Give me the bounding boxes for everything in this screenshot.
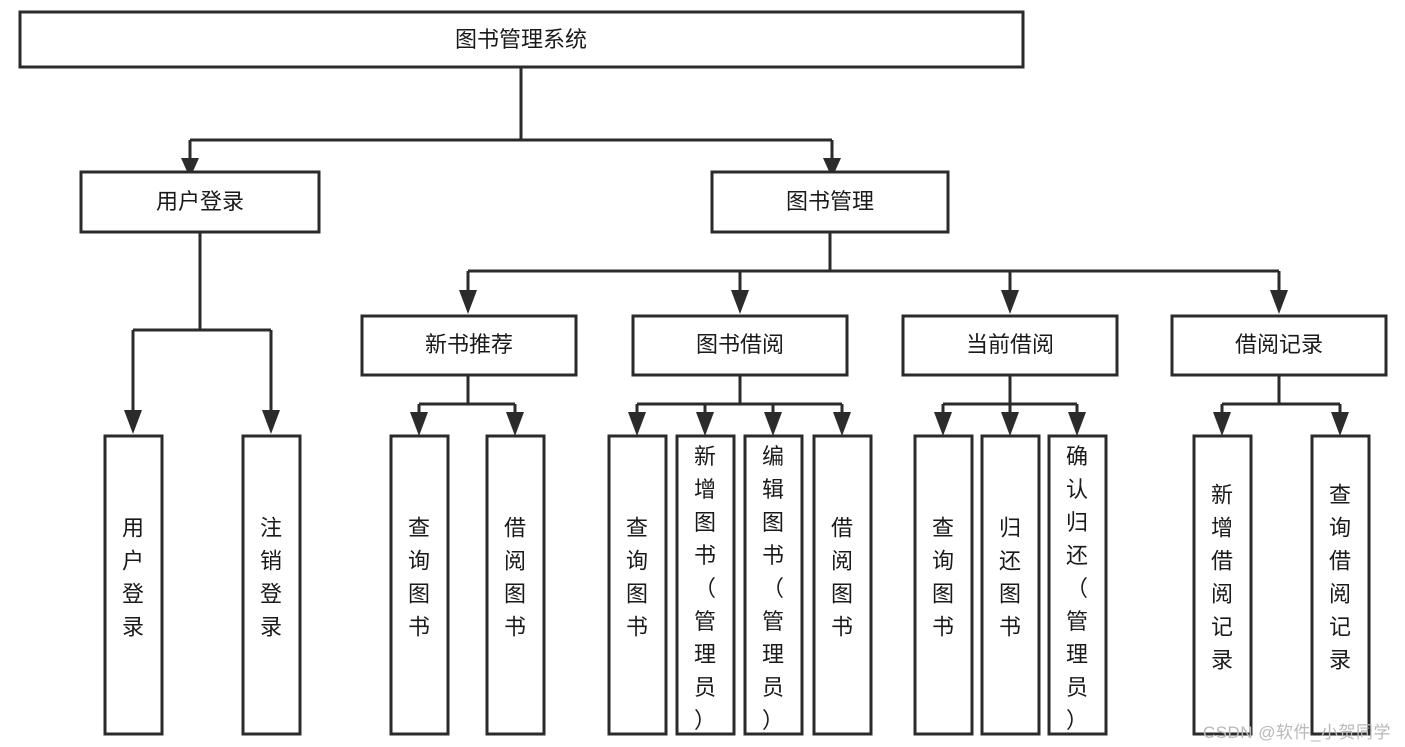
connector-borrow-record-to-leaves bbox=[1220, 375, 1342, 415]
node-new-book-recommend[interactable]: 新书推荐 bbox=[360, 314, 578, 377]
node-leaf-query-record-box[interactable] bbox=[1310, 434, 1371, 736]
node-leaf-edit-book-label: 编辑图书（管理员） bbox=[762, 444, 784, 733]
arrow-head-leaf-edit-book bbox=[764, 412, 782, 436]
connector-layer bbox=[124, 67, 1349, 436]
node-leaf-return-book[interactable]: 归还图书 bbox=[980, 434, 1041, 736]
node-leaf-borrow-book-1-box[interactable] bbox=[485, 434, 546, 736]
arrow-head-leaf-confirm-return bbox=[1068, 412, 1086, 436]
node-new-book-recommend-label: 新书推荐 bbox=[425, 332, 513, 357]
node-leaf-query-record[interactable]: 查询借阅记录 bbox=[1310, 434, 1371, 736]
node-leaf-query-book-2-label: 查询图书 bbox=[626, 516, 648, 640]
arrow-head-leaf-user-login bbox=[124, 410, 142, 434]
node-new-book-recommend-box[interactable] bbox=[360, 314, 578, 377]
node-leaf-borrow-book-1-label: 借阅图书 bbox=[504, 516, 526, 640]
node-leaf-edit-book-box[interactable] bbox=[743, 434, 804, 736]
node-leaf-user-login-label: 用户登录 bbox=[122, 516, 144, 640]
connector-book-manage-to-level2 bbox=[466, 232, 1281, 292]
node-leaf-query-book-2-box[interactable] bbox=[607, 434, 668, 736]
node-leaf-query-book-1[interactable]: 查询图书 bbox=[389, 434, 450, 736]
connector-current-borrow-to-leaves bbox=[941, 375, 1079, 415]
node-leaf-borrow-book-2[interactable]: 借阅图书 bbox=[812, 434, 873, 736]
connector-user-login-to-leaves bbox=[131, 232, 273, 412]
arrow-head-leaf-user-logout bbox=[262, 410, 280, 434]
node-leaf-query-book-2[interactable]: 查询图书 bbox=[607, 434, 668, 736]
node-user-login-label: 用户登录 bbox=[156, 189, 244, 214]
node-leaf-return-book-box[interactable] bbox=[980, 434, 1041, 736]
arrow-head-leaf-borrow-book-2 bbox=[833, 412, 851, 436]
node-leaf-user-login-box[interactable] bbox=[103, 434, 164, 736]
connector-book-borrow-to-leaves bbox=[635, 375, 844, 415]
node-leaf-query-book-3-label: 查询图书 bbox=[932, 516, 954, 640]
node-user-login-box[interactable] bbox=[79, 170, 321, 234]
node-leaf-confirm-return-box[interactable] bbox=[1047, 434, 1108, 736]
node-book-borrow-box[interactable] bbox=[631, 314, 849, 377]
node-leaf-return-book-label: 归还图书 bbox=[999, 516, 1021, 640]
node-leaf-user-logout-label: 注销登录 bbox=[260, 516, 282, 640]
node-leaf-query-record-label: 查询借阅记录 bbox=[1329, 483, 1351, 673]
node-leaf-query-book-3-box[interactable] bbox=[913, 434, 974, 736]
arrow-head-leaf-return-book bbox=[1001, 412, 1019, 436]
node-root[interactable]: 图书管理系统 bbox=[18, 10, 1025, 69]
node-leaf-user-login[interactable]: 用户登录 bbox=[103, 434, 164, 736]
node-root-label: 图书管理系统 bbox=[455, 27, 587, 52]
node-leaf-add-book[interactable]: 新增图书（管理员） bbox=[675, 434, 736, 736]
node-book-manage-box[interactable] bbox=[710, 170, 950, 234]
node-borrow-record[interactable]: 借阅记录 bbox=[1170, 314, 1388, 377]
arrow-head-leaf-add-book bbox=[696, 412, 714, 436]
node-root-box[interactable] bbox=[18, 10, 1025, 69]
arrow-head-leaf-borrow-book-1 bbox=[506, 412, 524, 436]
node-leaf-add-record-label: 新增借阅记录 bbox=[1211, 483, 1233, 673]
arrow-head-leaf-query-book-3 bbox=[934, 412, 952, 436]
node-borrow-record-label: 借阅记录 bbox=[1235, 332, 1323, 357]
node-book-borrow-label: 图书借阅 bbox=[696, 332, 784, 357]
node-current-borrow[interactable]: 当前借阅 bbox=[901, 314, 1119, 377]
node-leaf-add-record[interactable]: 新增借阅记录 bbox=[1192, 434, 1253, 736]
node-current-borrow-label: 当前借阅 bbox=[966, 332, 1054, 357]
arrow-head-book-manage bbox=[823, 158, 841, 178]
node-leaf-borrow-book-1[interactable]: 借阅图书 bbox=[485, 434, 546, 736]
node-leaf-borrow-book-2-label: 借阅图书 bbox=[831, 516, 853, 640]
arrow-head-leaf-query-book-2 bbox=[628, 412, 646, 436]
node-book-borrow[interactable]: 图书借阅 bbox=[631, 314, 849, 377]
node-leaf-confirm-return[interactable]: 确认归还（管理员） bbox=[1047, 434, 1108, 736]
node-book-manage-label: 图书管理 bbox=[786, 189, 874, 214]
node-leaf-query-book-3[interactable]: 查询图书 bbox=[913, 434, 974, 736]
arrow-head-book-borrow bbox=[731, 290, 749, 314]
node-leaf-user-logout[interactable]: 注销登录 bbox=[241, 434, 302, 736]
node-leaf-add-book-box[interactable] bbox=[675, 434, 736, 736]
node-current-borrow-box[interactable] bbox=[901, 314, 1119, 377]
arrow-head-leaf-add-record bbox=[1213, 412, 1231, 436]
connector-root-to-level1 bbox=[188, 67, 834, 160]
node-leaf-query-book-1-box[interactable] bbox=[389, 434, 450, 736]
node-user-login[interactable]: 用户登录 bbox=[79, 170, 321, 234]
arrow-head-user-login bbox=[181, 158, 199, 178]
node-leaf-add-record-box[interactable] bbox=[1192, 434, 1253, 736]
arrow-head-new-book-recommend bbox=[459, 290, 477, 314]
node-book-manage[interactable]: 图书管理 bbox=[710, 170, 950, 234]
csdn-watermark: CSDN @软件_小贺同学 bbox=[1202, 723, 1391, 742]
node-leaf-edit-book[interactable]: 编辑图书（管理员） bbox=[743, 434, 804, 736]
node-leaf-borrow-book-2-box[interactable] bbox=[812, 434, 873, 736]
arrow-head-leaf-query-book-1 bbox=[410, 412, 428, 436]
arrow-head-borrow-record bbox=[1270, 290, 1288, 314]
connector-new-book-recommend-to-leaves bbox=[417, 375, 517, 415]
arrow-head-current-borrow bbox=[1001, 290, 1019, 314]
node-borrow-record-box[interactable] bbox=[1170, 314, 1388, 377]
node-leaf-query-book-1-label: 查询图书 bbox=[408, 516, 430, 640]
arrow-head-leaf-query-record bbox=[1331, 412, 1349, 436]
node-leaf-user-logout-box[interactable] bbox=[241, 434, 302, 736]
node-leaf-add-book-label: 新增图书（管理员） bbox=[694, 444, 716, 733]
node-leaf-confirm-return-label: 确认归还（管理员） bbox=[1066, 444, 1088, 733]
